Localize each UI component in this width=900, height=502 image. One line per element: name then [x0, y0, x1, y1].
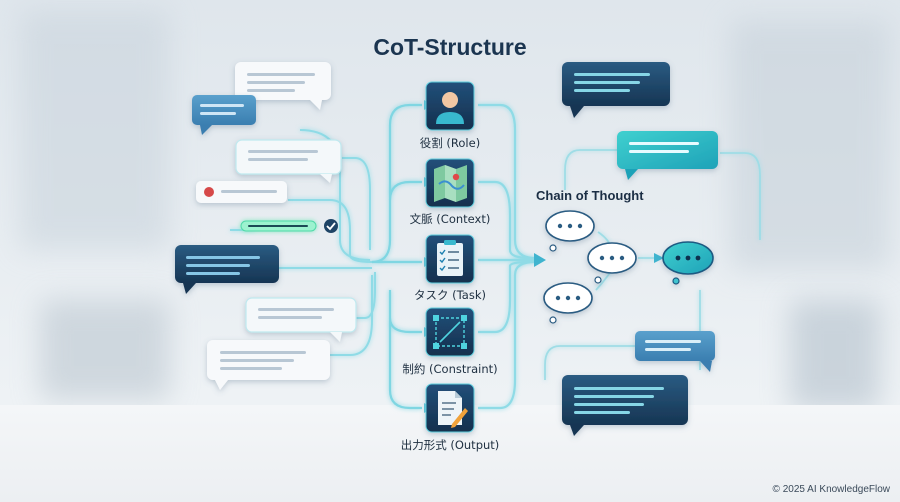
copyright-footer: © 2025 AI KnowledgeFlow: [772, 484, 890, 495]
check-icon: [324, 219, 338, 233]
node-role: [425, 81, 475, 131]
chat-bubble-left-white-3: [245, 297, 357, 342]
background-window-right: [730, 20, 890, 270]
branch-to-context: [388, 180, 422, 201]
node-branch-connectors: [371, 103, 422, 410]
thought-bubble-1: [545, 210, 595, 252]
node-label-role: 役割 (Role): [419, 136, 481, 150]
chat-bubble-left-blue: [192, 95, 256, 135]
document-icon: [438, 391, 468, 428]
node-label-task: タスク (Task): [414, 288, 486, 302]
node-output: [425, 383, 475, 433]
chat-bubble-right-blue: [635, 331, 715, 372]
right-connectors: [478, 103, 538, 410]
merge-role: [478, 103, 536, 260]
connector-left-6: [330, 275, 373, 356]
chat-bubble-right-dark-top: [562, 62, 670, 118]
connector-right-top2: [720, 152, 761, 240]
chat-bubble-left-status: [196, 181, 287, 203]
node-label-output: 出力形式 (Output): [400, 438, 500, 452]
connector-right-bottom: [544, 345, 640, 380]
chat-bubble-left-white-top: [235, 62, 331, 110]
merge-context: [478, 180, 531, 260]
person-icon: [436, 92, 464, 124]
chat-bubble-right-teal: [617, 131, 718, 180]
chat-bubble-left-dark: [175, 245, 279, 294]
chat-bubble-left-white-bottom: [207, 340, 330, 390]
connector-right-top: [564, 149, 622, 190]
background-chair: [40, 300, 170, 400]
progress-bar-left: [240, 220, 317, 232]
checklist-icon: [437, 240, 463, 276]
chat-bubble-right-dark-bottom: [562, 375, 688, 436]
thought-bubble-3: [543, 282, 593, 324]
chat-bubble-left-white-2: [235, 139, 342, 183]
node-label-constraint: 制約 (Constraint): [402, 362, 498, 376]
merge-output: [478, 260, 536, 410]
thought-bubble-2: [587, 242, 637, 284]
merge-arrowhead: [534, 253, 546, 267]
chain-of-thought-label: Chain of Thought: [536, 188, 644, 203]
flow-arrowhead: [654, 253, 664, 263]
node-context: [425, 158, 475, 208]
connector-left-2: [342, 157, 371, 250]
merge-constraint: [478, 260, 531, 334]
page-title: CoT-Structure: [373, 34, 527, 60]
background-window-left: [20, 10, 170, 250]
background-plant: [790, 300, 880, 410]
node-task: [425, 234, 475, 284]
node-label-context: 文脈 (Context): [409, 212, 491, 226]
constraint-icon: [433, 315, 467, 349]
map-icon: [434, 165, 467, 202]
connector-left-3: [288, 199, 373, 263]
branch-to-output: [388, 318, 422, 410]
branch-to-role: [371, 103, 422, 264]
thought-bubble-final: [662, 241, 714, 285]
node-constraint: [425, 307, 475, 357]
